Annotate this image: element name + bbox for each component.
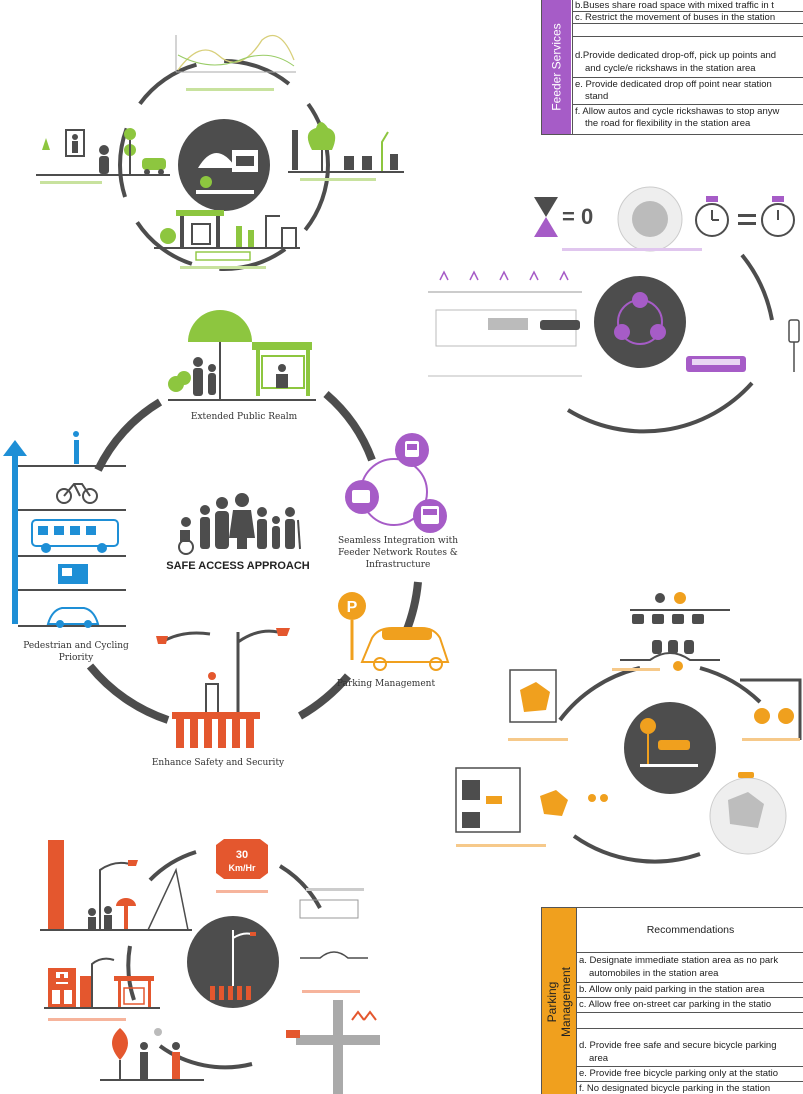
parking-side-label-2: Management: [559, 966, 574, 1037]
speed-sign-unit: Km/Hr: [228, 863, 256, 873]
component-label-parking: Parking Management: [337, 679, 436, 689]
feeder-row-c: c. Restrict the movement of buses in the…: [573, 12, 803, 24]
hourglass-equals-text: = 0: [562, 204, 593, 229]
traffic-calming-sketch: [299, 888, 368, 993]
speed-limit-sign-icon: 30 Km/Hr: [216, 839, 268, 893]
parking-row-a-cont: automobiles in the station area: [589, 968, 719, 979]
component-label-public-realm: Extended Public Realm: [191, 412, 298, 422]
component-label-safety: Enhance Safety and Security: [152, 758, 285, 768]
public-realm-detail-panel: [36, 34, 404, 271]
clock-icon-1: [695, 196, 729, 237]
feeder-row-d-cont: and cycle/e rickshaws in the station are…: [585, 63, 756, 74]
parking-row-d: d. Provide free safe and secure bicycle …: [579, 1040, 777, 1051]
feeder-integration-icon: [345, 433, 447, 533]
feeder-row-d: d.Provide dedicated drop-off, pick up po…: [575, 50, 777, 61]
intersection-sketch: [286, 1000, 380, 1094]
feeder-side-label-text: Feeder Services: [550, 23, 564, 111]
feeder-row-blank: [573, 24, 803, 37]
street-trees-icon: [288, 122, 404, 181]
parking-management-icon: P: [338, 592, 450, 671]
bus-stop-sign-icon: [788, 319, 800, 372]
parking-row-d-cont: area: [589, 1053, 609, 1064]
tree-people-icon: [100, 1028, 204, 1081]
parking-table-header: Recommendations: [646, 924, 735, 936]
people-group-icon: [178, 493, 301, 555]
streetlight-pedestrians-icon: [40, 840, 192, 931]
parking-row-b: b. Allow only paid parking in the statio…: [579, 984, 765, 995]
bench-and-greenery-icon: [36, 128, 170, 184]
component-label-feeder-2: Feeder Network Routes &: [338, 548, 458, 558]
component-label-pedestrian-2: Priority: [59, 653, 94, 663]
feeder-row-e-cont: stand: [585, 91, 609, 102]
approach-title: SAFE ACCESS APPROACH: [166, 560, 309, 572]
safety-security-icon: [156, 628, 290, 748]
component-label-feeder-3: Infrastructure: [366, 560, 431, 570]
parking-side-label-1: Parking: [545, 981, 560, 1022]
parking-row-a: a. Designate immediate station area as n…: [579, 955, 779, 966]
feeder-row-f: f. Allow autos and cycle rickshawas to s…: [575, 106, 780, 117]
parking-row-e: e. Provide free bicycle parking only at …: [579, 1068, 779, 1079]
bus-shelter-icon: [154, 210, 300, 269]
parking-row-f: f. No designated bicycle parking in the …: [579, 1083, 771, 1094]
parking-letter: P: [347, 599, 358, 616]
feeder-table-side-label: Feeder Services: [542, 0, 572, 134]
clock-icon-2: [761, 196, 795, 237]
feeder-table-side: [541, 0, 571, 134]
feeder-row-b: b.Buses share road space with mixed traf…: [573, 0, 803, 12]
pedestrian-cycling-priority-icon: [3, 431, 126, 628]
feeder-services-table: Feeder Services b.Buses share road space…: [541, 0, 803, 135]
speed-sign-value: 30: [236, 849, 248, 861]
street-section-sketch: [428, 270, 582, 377]
hospital-bus-shelter-icon: [44, 957, 160, 1021]
hourglass-icon: [534, 197, 558, 237]
parking-row-c: c. Allow free on-street car parking in t…: [579, 999, 772, 1010]
feeder-detail-panel: = 0: [428, 186, 800, 434]
extended-public-realm-icon: [168, 310, 316, 401]
feeder-bus-icon: [686, 356, 746, 372]
feeder-row-f-cont: the road for flexibility in the station …: [585, 118, 751, 129]
parking-detail-panel: [455, 592, 802, 864]
feeder-hub: [594, 276, 686, 368]
component-label-pedestrian-1: Pedestrian and Cycling: [23, 641, 129, 651]
parking-management-table: Parking Management Recommendations a. De…: [541, 907, 803, 1094]
safety-detail-panel: 30 Km/Hr: [40, 839, 380, 1094]
parking-table-side-label: Parking Management: [542, 908, 576, 1094]
component-label-feeder-1: Seamless Integration with: [338, 536, 458, 546]
feeder-row-e: e. Provide dedicated drop off point near…: [575, 79, 772, 90]
daylight-line-chart-icon: [175, 34, 296, 91]
